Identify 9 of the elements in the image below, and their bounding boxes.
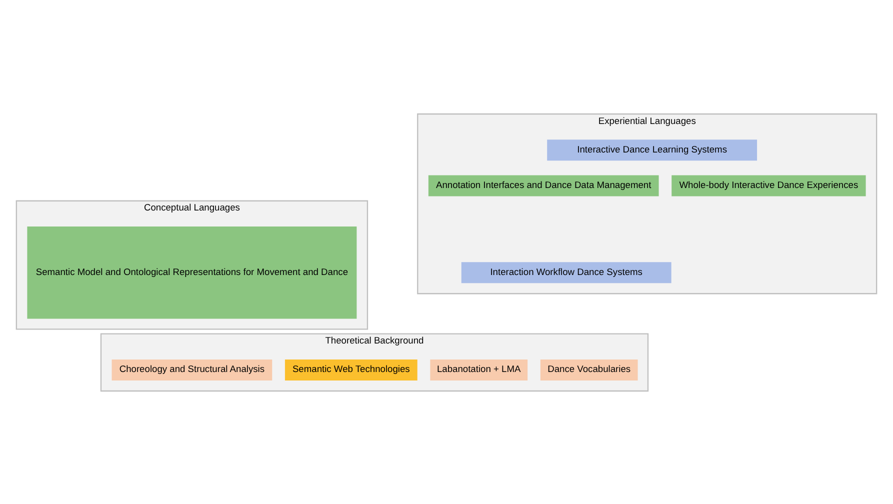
node-box: Choreology and Structural Analysis	[112, 359, 272, 380]
node-box: Annotation Interfaces and Dance Data Management	[428, 174, 659, 196]
node-box: Whole-body Interactive Dance Experiences	[672, 174, 866, 196]
node-box: Interaction Workflow Dance Systems	[461, 262, 672, 283]
node-box: Interactive Dance Learning Systems	[547, 139, 758, 160]
node-box: Semantic Web Technologies	[284, 359, 418, 380]
node-box: Dance Vocabularies	[540, 359, 638, 380]
node-box: Labanotation + LMA	[430, 359, 528, 380]
node-box: Semantic Model and Ontological Representations for Movement and Dance	[27, 226, 357, 318]
